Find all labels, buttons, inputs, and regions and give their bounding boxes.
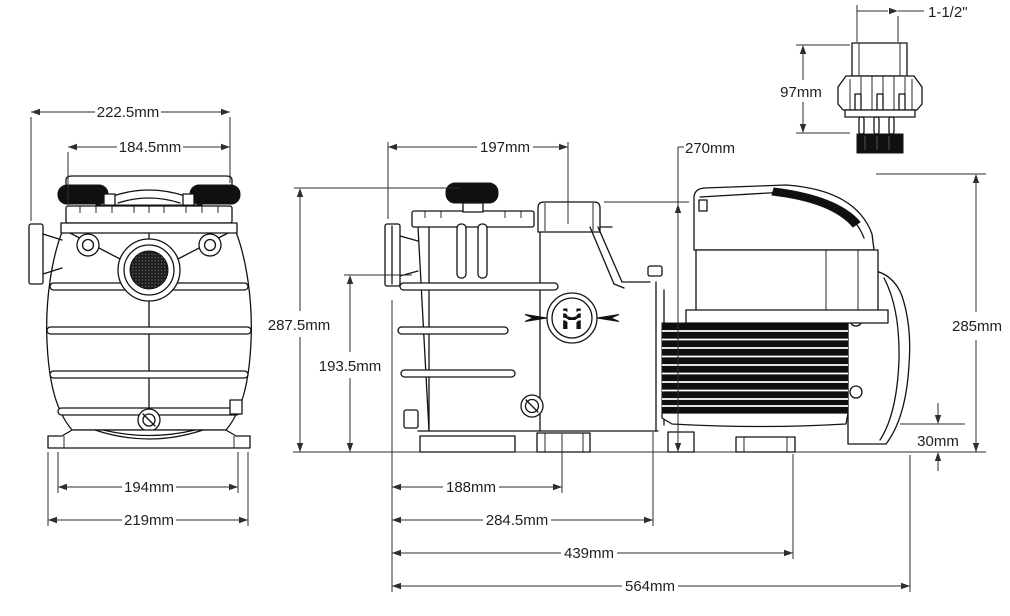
dim-label-front-foot-length: 188mm bbox=[446, 479, 496, 496]
brand-logo-letter: H bbox=[561, 303, 583, 336]
pot-rib bbox=[399, 282, 559, 291]
lid-knob-left bbox=[57, 184, 109, 205]
dim-body-length: 284.5mm bbox=[392, 432, 654, 529]
side-view-art: H bbox=[293, 182, 986, 453]
dim-base-length: 439mm bbox=[392, 454, 794, 562]
union-fitting-art bbox=[837, 42, 923, 154]
pump-side-view: H bbox=[268, 139, 1002, 595]
side-boss bbox=[229, 399, 243, 415]
dim-strainer-length: 197mm bbox=[387, 139, 569, 224]
motor-body bbox=[695, 249, 879, 313]
dim-lid-height: 287.5mm bbox=[268, 187, 460, 452]
dim-front-lid-width: 184.5mm bbox=[67, 139, 230, 205]
pot-rib bbox=[397, 326, 509, 335]
motor-fins bbox=[661, 322, 849, 414]
dim-label-overall-length: 564mm bbox=[625, 578, 675, 595]
adapter-bolt bbox=[647, 265, 663, 277]
nut-slot bbox=[876, 93, 884, 111]
knob-stem bbox=[462, 202, 484, 213]
dim-label-lid-height: 287.5mm bbox=[268, 317, 331, 334]
dim-label-suction-centerline-height: 193.5mm bbox=[319, 358, 382, 375]
clamp-boss-right bbox=[198, 233, 222, 257]
motor-belly bbox=[661, 412, 849, 428]
front-side-port-flange bbox=[28, 223, 44, 285]
motor-foot bbox=[735, 436, 796, 453]
clamp-prong bbox=[477, 223, 488, 279]
dim-front-base-outer-width: 219mm bbox=[47, 452, 249, 529]
dim-discharge-port-height: 270mm bbox=[604, 140, 735, 452]
dim-label-fitting-height: 97mm bbox=[780, 84, 822, 101]
dim-front-base-inner-width: 194mm bbox=[57, 452, 239, 496]
dim-connection-size: 1-1/2" bbox=[856, 4, 968, 42]
center-foot bbox=[536, 432, 591, 453]
nut-slot bbox=[898, 93, 906, 111]
cover-accent bbox=[771, 187, 861, 228]
dim-label-overall-width: 222.5mm bbox=[97, 104, 160, 121]
nut-slot bbox=[854, 93, 862, 111]
body-rib bbox=[46, 326, 252, 335]
pot-rib bbox=[400, 369, 516, 378]
fitting-collar bbox=[844, 109, 916, 118]
dim-motor-height: 285mm bbox=[876, 173, 1002, 452]
fitting-tailpiece bbox=[851, 42, 908, 77]
dim-label-body-length: 284.5mm bbox=[486, 512, 549, 529]
brand-logo: H bbox=[524, 292, 620, 344]
lid-knob-right bbox=[189, 184, 241, 205]
union-fitting-view: 1-1/2" 97mm bbox=[780, 4, 968, 154]
dim-fitting-height: 97mm bbox=[780, 44, 850, 134]
lid-dome bbox=[65, 175, 233, 205]
clamp-band-front bbox=[60, 222, 238, 234]
clamp-prong bbox=[456, 223, 467, 279]
dim-label-ground-clearance: 30mm bbox=[917, 433, 959, 450]
fitting-threaded-end bbox=[856, 133, 904, 154]
fitting-pin bbox=[858, 116, 865, 135]
logo-wing-left bbox=[524, 314, 548, 322]
dim-suction-centerline-height: 193.5mm bbox=[319, 274, 412, 452]
lid-knob-side bbox=[445, 182, 499, 204]
dim-label-motor-height: 285mm bbox=[952, 318, 1002, 335]
pot-drain-spigot bbox=[403, 409, 419, 429]
dim-front-foot-length: 188mm bbox=[392, 434, 563, 496]
pot-base bbox=[419, 435, 516, 453]
dim-label-strainer-length: 197mm bbox=[480, 139, 530, 156]
pump-front-view: 222.5mm 184.5mm 194mm 219mm bbox=[28, 104, 252, 529]
dim-label-discharge-port-height: 270mm bbox=[685, 140, 735, 157]
fitting-pin bbox=[888, 116, 895, 135]
dim-label-base-inner-width: 194mm bbox=[124, 479, 174, 496]
front-view-art bbox=[28, 175, 252, 449]
lid-plate-side bbox=[411, 210, 535, 228]
logo-wing-right bbox=[596, 314, 620, 322]
motor-rail bbox=[685, 309, 889, 324]
dim-front-overall-width: 222.5mm bbox=[30, 104, 231, 221]
fitting-pin bbox=[873, 116, 880, 135]
dim-label-connection-size: 1-1/2" bbox=[928, 4, 968, 21]
strainer-basket-mesh bbox=[129, 250, 169, 290]
end-cap-bolt bbox=[849, 385, 863, 399]
clamp-boss-left bbox=[76, 233, 100, 257]
dim-label-lid-width: 184.5mm bbox=[119, 139, 182, 156]
motor-foot bbox=[667, 431, 695, 453]
dim-overall-length: 564mm bbox=[392, 455, 911, 595]
dim-label-base-outer-width: 219mm bbox=[124, 512, 174, 529]
body-rib bbox=[49, 370, 249, 379]
discharge-port bbox=[537, 201, 601, 233]
dim-ground-clearance: 30mm bbox=[900, 403, 965, 471]
dim-label-base-length: 439mm bbox=[564, 545, 614, 562]
cover-latch bbox=[698, 199, 708, 212]
